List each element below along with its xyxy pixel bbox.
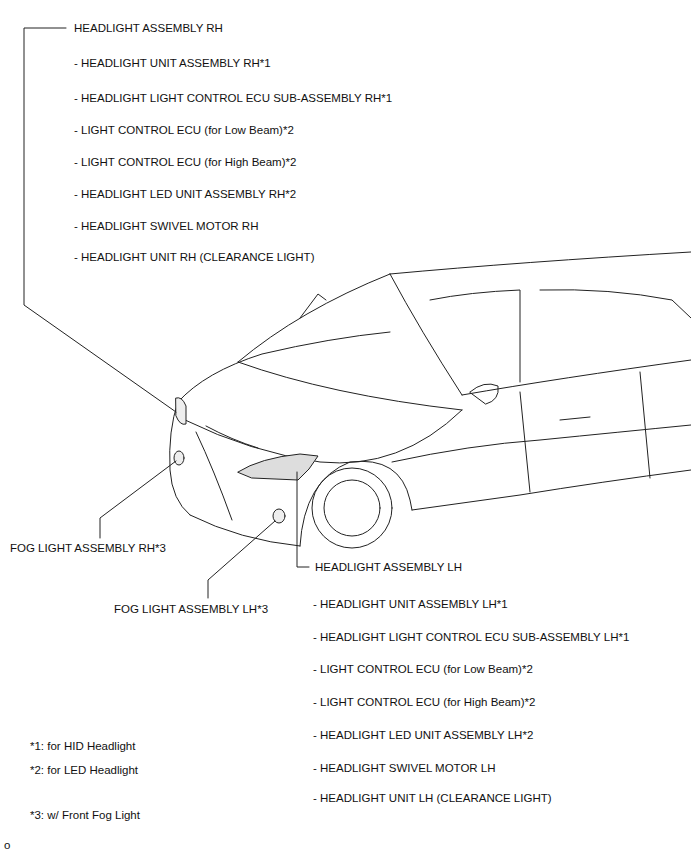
headlight-rh	[176, 398, 186, 425]
sub-part-name: - HEADLIGHT LIGHT CONTROL ECU SUB-ASSEMB…	[74, 90, 392, 106]
sub-part-name: - HEADLIGHT SWIVEL MOTOR LH	[313, 760, 496, 776]
sub-part-name: - LIGHT CONTROL ECU (for Low Beam)*2	[313, 661, 533, 677]
leader-line	[100, 461, 176, 538]
assembly-name: HEADLIGHT ASSEMBLY LH	[315, 559, 462, 575]
leader-line	[297, 472, 309, 567]
headlight-lh	[238, 454, 318, 480]
sub-part-name: - HEADLIGHT UNIT ASSEMBLY LH*1	[313, 596, 508, 612]
front-wheel	[312, 468, 392, 548]
a-pillar-left	[238, 274, 390, 362]
hood-left-edge	[178, 332, 390, 402]
rear-window	[540, 290, 691, 318]
leader-line	[208, 521, 275, 598]
assembly-name: HEADLIGHT ASSEMBLY RH	[74, 20, 223, 36]
fog-light-rh	[174, 451, 184, 465]
sub-part-name: - HEADLIGHT UNIT RH (CLEARANCE LIGHT)	[74, 249, 314, 265]
sub-part-name: - LIGHT CONTROL ECU (for High Beam)*2	[74, 154, 296, 170]
footnote: *3: w/ Front Fog Light	[30, 807, 140, 823]
sub-part-name: - LIGHT CONTROL ECU (for High Beam)*2	[313, 694, 535, 710]
side-mirror	[470, 384, 498, 404]
footnote: *1: for HID Headlight	[30, 738, 135, 754]
door-handle	[560, 417, 590, 420]
assembly-name: FOG LIGHT ASSEMBLY LH*3	[114, 601, 268, 617]
wheel-arch	[300, 461, 412, 546]
sub-part-name: - HEADLIGHT SWIVEL MOTOR RH	[74, 218, 258, 234]
window-sill	[462, 360, 691, 395]
sub-part-name: - HEADLIGHT UNIT LH (CLEARANCE LIGHT)	[313, 790, 552, 806]
sub-part-name: - HEADLIGHT LED UNIT ASSEMBLY LH*2	[313, 727, 533, 743]
assembly-name: FOG LIGHT ASSEMBLY RH*3	[10, 540, 166, 556]
cowl-line	[238, 362, 462, 410]
footnote: *2: for LED Headlight	[30, 762, 138, 778]
door-seam-front	[520, 392, 530, 492]
hood-right-edge	[185, 410, 462, 463]
sub-part-name: - HEADLIGHT LED UNIT ASSEMBLY RH*2	[74, 186, 296, 202]
a-pillar-right	[390, 274, 462, 395]
sub-part-name: - HEADLIGHT UNIT ASSEMBLY RH*1	[74, 55, 271, 71]
side-window	[430, 290, 520, 382]
sub-part-name: - LIGHT CONTROL ECU (for Low Beam)*2	[74, 122, 294, 138]
sub-part-name: - HEADLIGHT LIGHT CONTROL ECU SUB-ASSEMB…	[313, 629, 629, 645]
wheel-rim	[324, 480, 380, 536]
side-character-line	[392, 425, 691, 462]
illustration-code: o	[4, 837, 10, 853]
roof-line	[390, 252, 691, 274]
spindle-grille-edge	[196, 432, 232, 520]
rocker-line	[412, 470, 691, 510]
antenna	[300, 294, 326, 318]
grille-top	[206, 426, 258, 448]
door-seam-rear	[640, 372, 650, 478]
